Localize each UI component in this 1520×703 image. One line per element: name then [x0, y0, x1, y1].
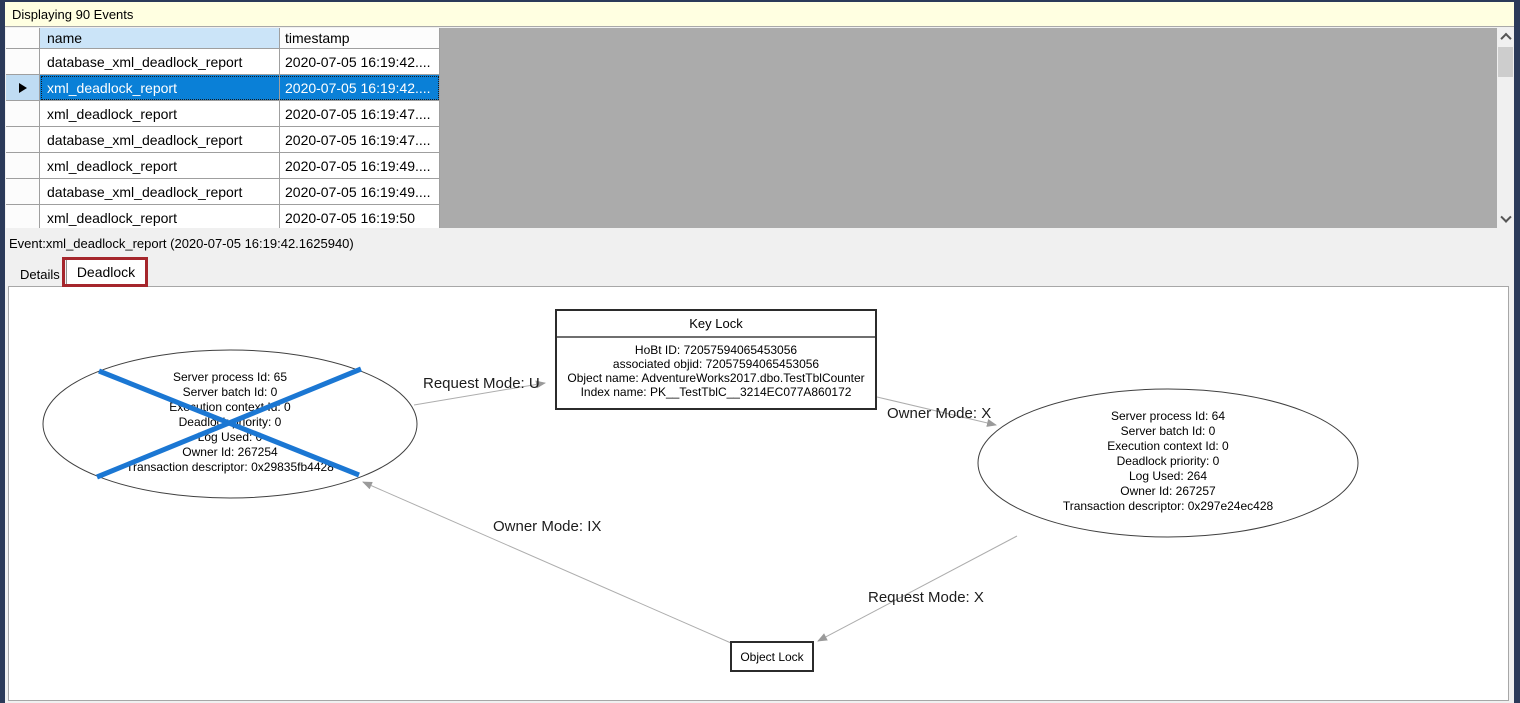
- events-status-bar: Displaying 90 Events: [5, 2, 1514, 27]
- cell-name[interactable]: xml_deadlock_report: [40, 205, 280, 228]
- process-attr: Deadlock priority: 0: [1116, 454, 1220, 468]
- tab-deadlock[interactable]: Deadlock: [66, 259, 146, 287]
- column-header-timestamp[interactable]: timestamp: [280, 28, 440, 49]
- window-border-top: [0, 0, 1520, 2]
- table-row[interactable]: xml_deadlock_report 2020-07-05 16:19:50: [6, 205, 440, 228]
- process-left-details[interactable]: Server process Id: 65 Server batch Id: 0…: [90, 370, 370, 475]
- vertical-scrollbar[interactable]: [1497, 28, 1514, 228]
- key-lock-attr: Object name: AdventureWorks2017.dbo.Test…: [567, 371, 865, 385]
- row-selector[interactable]: [6, 75, 40, 101]
- cell-name[interactable]: xml_deadlock_report: [40, 153, 280, 179]
- edge-owner-ix: [362, 481, 732, 644]
- row-selector[interactable]: [6, 49, 40, 75]
- row-selector[interactable]: [6, 205, 40, 228]
- cell-timestamp[interactable]: 2020-07-05 16:19:47....: [280, 127, 440, 153]
- row-selector[interactable]: [6, 101, 40, 127]
- scroll-up-icon: [1499, 32, 1512, 44]
- scroll-up-button[interactable]: [1497, 28, 1514, 45]
- scroll-down-icon: [1499, 211, 1512, 223]
- cell-timestamp[interactable]: 2020-07-05 16:19:42....: [280, 49, 440, 75]
- events-count-label: Displaying 90 Events: [12, 6, 134, 22]
- edge-request-u: [413, 380, 546, 406]
- edge-owner-x: [876, 396, 997, 427]
- events-grid[interactable]: name timestamp database_xml_deadlock_rep…: [6, 28, 1514, 228]
- cell-name[interactable]: database_xml_deadlock_report: [40, 179, 280, 205]
- process-attr: Transaction descriptor: 0x297e24ec428: [1062, 499, 1274, 513]
- window-border-left: [0, 0, 5, 703]
- cell-timestamp[interactable]: 2020-07-05 16:19:50: [280, 205, 440, 228]
- current-row-arrow-icon: [18, 82, 27, 93]
- table-row[interactable]: database_xml_deadlock_report 2020-07-05 …: [6, 49, 440, 75]
- column-header-name[interactable]: name: [40, 28, 280, 49]
- row-selector[interactable]: [6, 127, 40, 153]
- scroll-down-button[interactable]: [1497, 211, 1514, 228]
- row-selector[interactable]: [6, 153, 40, 179]
- edge-label-owner-x: Owner Mode: X: [887, 405, 992, 422]
- table-row[interactable]: database_xml_deadlock_report 2020-07-05 …: [6, 127, 440, 153]
- key-lock-title: Key Lock: [557, 311, 875, 338]
- object-lock-title: Object Lock: [740, 649, 804, 664]
- grid-header-row: name timestamp: [6, 28, 440, 49]
- process-attr: Owner Id: 267254: [182, 445, 278, 459]
- object-lock-node[interactable]: Object Lock: [730, 641, 814, 672]
- deadlock-graph-panel: Server process Id: 65 Server batch Id: 0…: [8, 286, 1509, 701]
- scrollbar-thumb[interactable]: [1498, 47, 1513, 77]
- process-attr: Execution context Id: 0: [1107, 439, 1229, 453]
- cell-timestamp[interactable]: 2020-07-05 16:19:49....: [280, 179, 440, 205]
- process-attr: Log Used: 0: [197, 430, 263, 444]
- cell-name[interactable]: database_xml_deadlock_report: [40, 49, 280, 75]
- table-row[interactable]: database_xml_deadlock_report 2020-07-05 …: [6, 179, 440, 205]
- table-row[interactable]: xml_deadlock_report 2020-07-05 16:19:47.…: [6, 101, 440, 127]
- edge-label-request-x: Request Mode: X: [868, 589, 984, 606]
- key-lock-attr: HoBt ID: 72057594065453056: [634, 343, 798, 357]
- cell-timestamp[interactable]: 2020-07-05 16:19:42....: [280, 75, 440, 101]
- process-attr: Server batch Id: 0: [182, 385, 278, 399]
- process-node-right[interactable]: [977, 388, 1359, 538]
- process-attr: Deadlock priority: 0: [178, 415, 282, 429]
- process-attr: Owner Id: 267257: [1120, 484, 1216, 498]
- edge-label-request-u: Request Mode: U: [423, 375, 540, 392]
- detail-tabs: Details Deadlock: [6, 257, 1514, 287]
- process-right-details[interactable]: Server process Id: 64 Server batch Id: 0…: [1028, 409, 1308, 514]
- process-attr: Log Used: 264: [1128, 469, 1208, 483]
- process-attr: Transaction descriptor: 0x29835fb4428: [126, 460, 334, 474]
- window-border-right: [1514, 0, 1520, 703]
- row-selector-header[interactable]: [6, 28, 40, 49]
- key-lock-attr: associated objid: 72057594065453056: [612, 357, 820, 371]
- cell-name[interactable]: xml_deadlock_report: [40, 75, 280, 101]
- key-lock-attr: Index name: PK__TestTblC__3214EC077A8601…: [580, 385, 852, 399]
- row-selector[interactable]: [6, 179, 40, 205]
- cell-timestamp[interactable]: 2020-07-05 16:19:47....: [280, 101, 440, 127]
- event-detail-header: Event:xml_deadlock_report (2020-07-05 16…: [6, 228, 1514, 258]
- tab-details[interactable]: Details: [20, 266, 60, 282]
- process-attr: Server process Id: 65: [172, 370, 288, 384]
- key-lock-node[interactable]: Key Lock HoBt ID: 72057594065453056 asso…: [555, 309, 877, 410]
- process-attr: Server process Id: 64: [1110, 409, 1226, 423]
- cell-name[interactable]: database_xml_deadlock_report: [40, 127, 280, 153]
- table-row[interactable]: xml_deadlock_report 2020-07-05 16:19:49.…: [6, 153, 440, 179]
- process-attr: Execution context Id: 0: [169, 400, 291, 414]
- edge-request-x: [817, 535, 1018, 642]
- cell-timestamp[interactable]: 2020-07-05 16:19:49....: [280, 153, 440, 179]
- event-title: Event:xml_deadlock_report (2020-07-05 16…: [9, 235, 354, 251]
- cell-name[interactable]: xml_deadlock_report: [40, 101, 280, 127]
- process-attr: Server batch Id: 0: [1120, 424, 1216, 438]
- table-row-selected[interactable]: xml_deadlock_report 2020-07-05 16:19:42.…: [6, 75, 440, 101]
- edge-label-owner-ix: Owner Mode: IX: [493, 518, 602, 535]
